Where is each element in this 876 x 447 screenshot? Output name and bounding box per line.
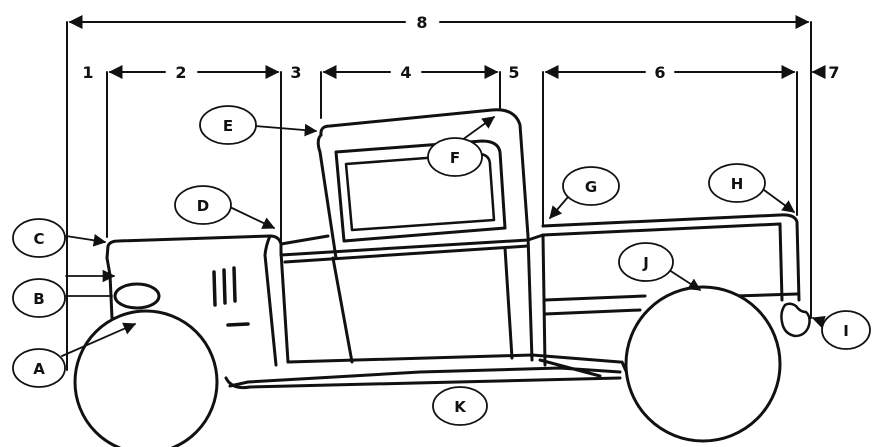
front-details <box>113 266 811 338</box>
dimension-label-4: 4 <box>400 63 411 82</box>
callout-E: E <box>199 105 257 145</box>
callout-bubbles: A B C D E F G H <box>12 105 871 426</box>
callout-G: G <box>562 166 620 206</box>
callout-I: I <box>821 310 871 350</box>
taillight <box>780 302 811 338</box>
callout-label-K: K <box>454 398 467 416</box>
callout-label-J: J <box>642 254 649 272</box>
callout-B: B <box>12 278 66 318</box>
callout-label-I: I <box>843 322 849 340</box>
dimension-lines <box>66 15 826 371</box>
truck-outline <box>105 108 801 390</box>
rear-wheel <box>624 285 782 443</box>
callout-label-B: B <box>33 290 44 308</box>
dimension-label-3: 3 <box>290 63 301 82</box>
callout-A: A <box>12 348 66 388</box>
wheels <box>73 285 782 447</box>
callout-label-A: A <box>33 360 45 378</box>
callout-label-D: D <box>197 197 209 215</box>
dimension-label-2: 2 <box>175 63 186 82</box>
dimension-label-7: 7 <box>828 63 839 82</box>
callout-label-C: C <box>33 230 44 248</box>
callout-H: H <box>708 163 766 203</box>
dimension-label-1: 1 <box>82 63 93 82</box>
callout-leaders <box>61 116 826 357</box>
callout-C: C <box>12 218 66 258</box>
callout-F: F <box>427 137 483 177</box>
front-wheel <box>73 309 219 447</box>
callout-label-E: E <box>223 117 233 135</box>
dimension-label-8: 8 <box>416 13 427 32</box>
callout-label-H: H <box>731 175 744 193</box>
callout-label-F: F <box>450 149 460 167</box>
grille-vents <box>212 266 237 307</box>
headlight <box>113 282 161 310</box>
callout-D: D <box>174 185 232 225</box>
callout-label-G: G <box>585 178 597 196</box>
dimension-labels: 8 1 2 3 4 5 6 7 <box>82 13 839 82</box>
dimension-label-6: 6 <box>654 63 665 82</box>
callout-J: J <box>618 242 674 282</box>
callout-K: K <box>432 386 488 426</box>
hood-handle <box>226 322 250 327</box>
dimension-label-5: 5 <box>508 63 519 82</box>
